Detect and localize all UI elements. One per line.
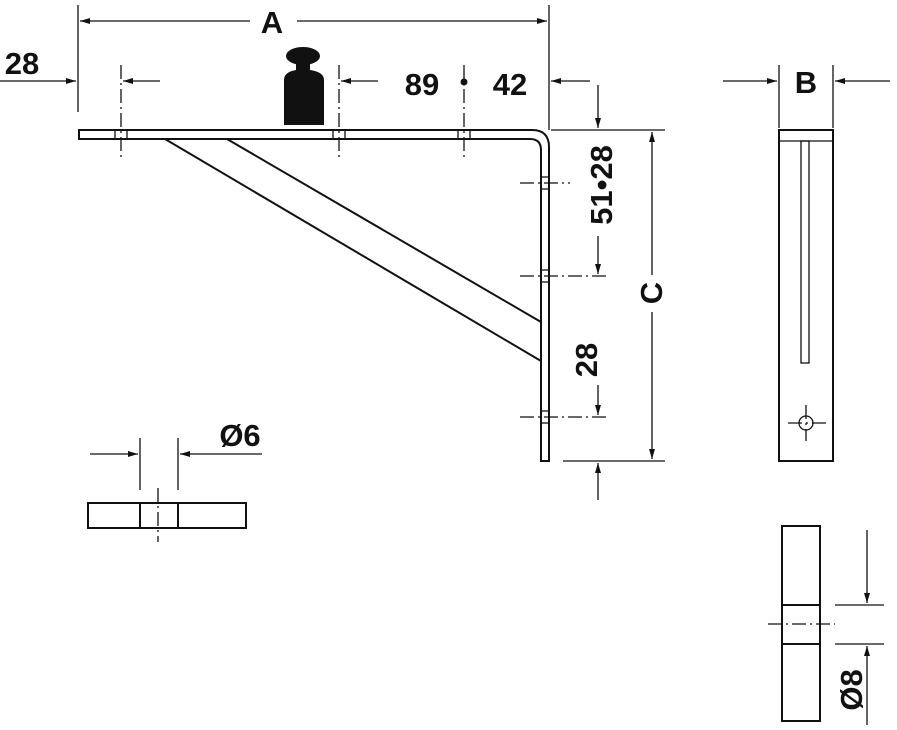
- dimension-a: A: [77, 5, 550, 130]
- label-51-28: 51•28: [584, 145, 619, 225]
- side-hole-dimensions: 51•28 28 C: [551, 85, 669, 500]
- label-89: 89: [405, 67, 439, 102]
- section-hole-6: Ø6: [87, 418, 262, 542]
- load-weight-icon: [284, 47, 324, 125]
- section-hole-8: Ø8: [768, 525, 884, 725]
- bracket-front-view: B: [723, 65, 890, 462]
- top-hole-dimensions: 28 89 42: [0, 46, 590, 160]
- label-a: A: [261, 5, 283, 40]
- separator-dot-icon: [460, 78, 468, 86]
- bracket-side-view: [78, 129, 610, 462]
- label-28-side: 28: [569, 343, 604, 377]
- label-dia-6: Ø6: [219, 418, 260, 453]
- label-42: 42: [493, 67, 527, 102]
- label-c: C: [634, 282, 669, 304]
- label-28-top: 28: [5, 46, 39, 81]
- label-b: B: [795, 65, 817, 100]
- label-dia-8: Ø8: [834, 669, 869, 710]
